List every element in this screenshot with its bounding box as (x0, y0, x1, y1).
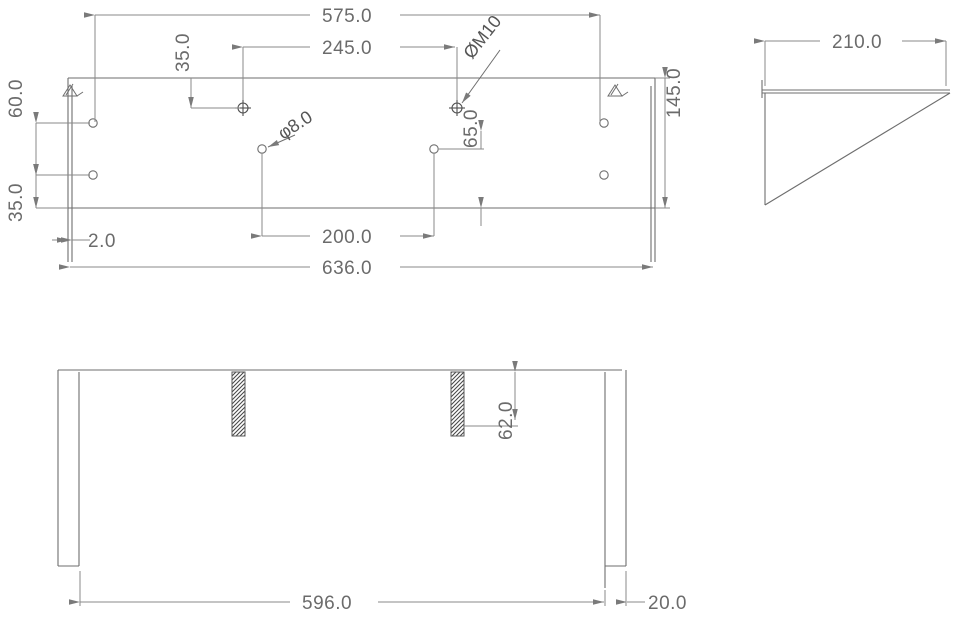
dimension-145 (655, 67, 670, 209)
dimension-35-top (188, 78, 240, 109)
dimension-label-596: 596.0 (302, 593, 352, 614)
dimension-label-62: 62.0 (496, 401, 517, 440)
hole-left-bottom (88, 170, 98, 180)
weld-symbol-left-icon (62, 83, 84, 97)
dimension-label-35-top: 35.0 (173, 33, 194, 72)
bottom-view-rib-right (450, 371, 465, 437)
weld-symbol-right-icon (607, 83, 629, 97)
bottom-view-rib-left (231, 371, 246, 437)
callout-m10-leader (461, 49, 501, 104)
dimension-35-bottom (33, 164, 68, 209)
dimension-label-2: 2.0 (88, 231, 116, 252)
callout-label-m10: ØM10 (459, 12, 505, 63)
front-view-plate-outline (67, 77, 656, 262)
dimension-label-35-bottom: 35.0 (6, 183, 27, 222)
dimension-label-210: 210.0 (832, 32, 882, 53)
front-view-threaded-holes (235, 100, 465, 116)
side-view-outline (761, 80, 951, 206)
front-view: 575.0 245.0 35.0 ØM10 (6, 6, 685, 279)
hole-left-top (88, 118, 98, 128)
bottom-view-outline (57, 369, 627, 588)
threaded-hole-right-icon (449, 100, 465, 116)
callout-label-phi8: φ8.0 (274, 107, 316, 144)
dimension-label-60: 60.0 (6, 79, 27, 118)
dimension-62 (464, 361, 518, 427)
dimension-200 (251, 153, 435, 239)
dimension-596 (69, 571, 606, 606)
dimension-575 (84, 12, 601, 122)
front-view-holes (88, 118, 609, 180)
dimension-label-245: 245.0 (322, 38, 372, 59)
hole-phi8-right (429, 144, 439, 154)
hole-right-top (599, 118, 609, 128)
dimension-label-636: 636.0 (322, 258, 372, 279)
dimension-label-145: 145.0 (664, 68, 685, 118)
dimension-label-65: 65.0 (461, 109, 482, 148)
dimension-60 (33, 112, 90, 176)
dimension-65 (438, 120, 484, 226)
dimension-label-20: 20.0 (648, 593, 687, 614)
dimension-245 (232, 44, 458, 100)
dimension-20 (616, 571, 645, 606)
dimension-label-575: 575.0 (322, 6, 372, 27)
callout-phi8-leader (267, 134, 296, 148)
side-view: 210.0 (754, 32, 951, 206)
hole-phi8-left (257, 144, 267, 154)
dimension-label-200: 200.0 (322, 227, 372, 248)
hole-right-bottom (599, 170, 609, 180)
bottom-view: 62.0 596.0 20.0 (57, 361, 687, 614)
dimension-210 (754, 38, 947, 86)
